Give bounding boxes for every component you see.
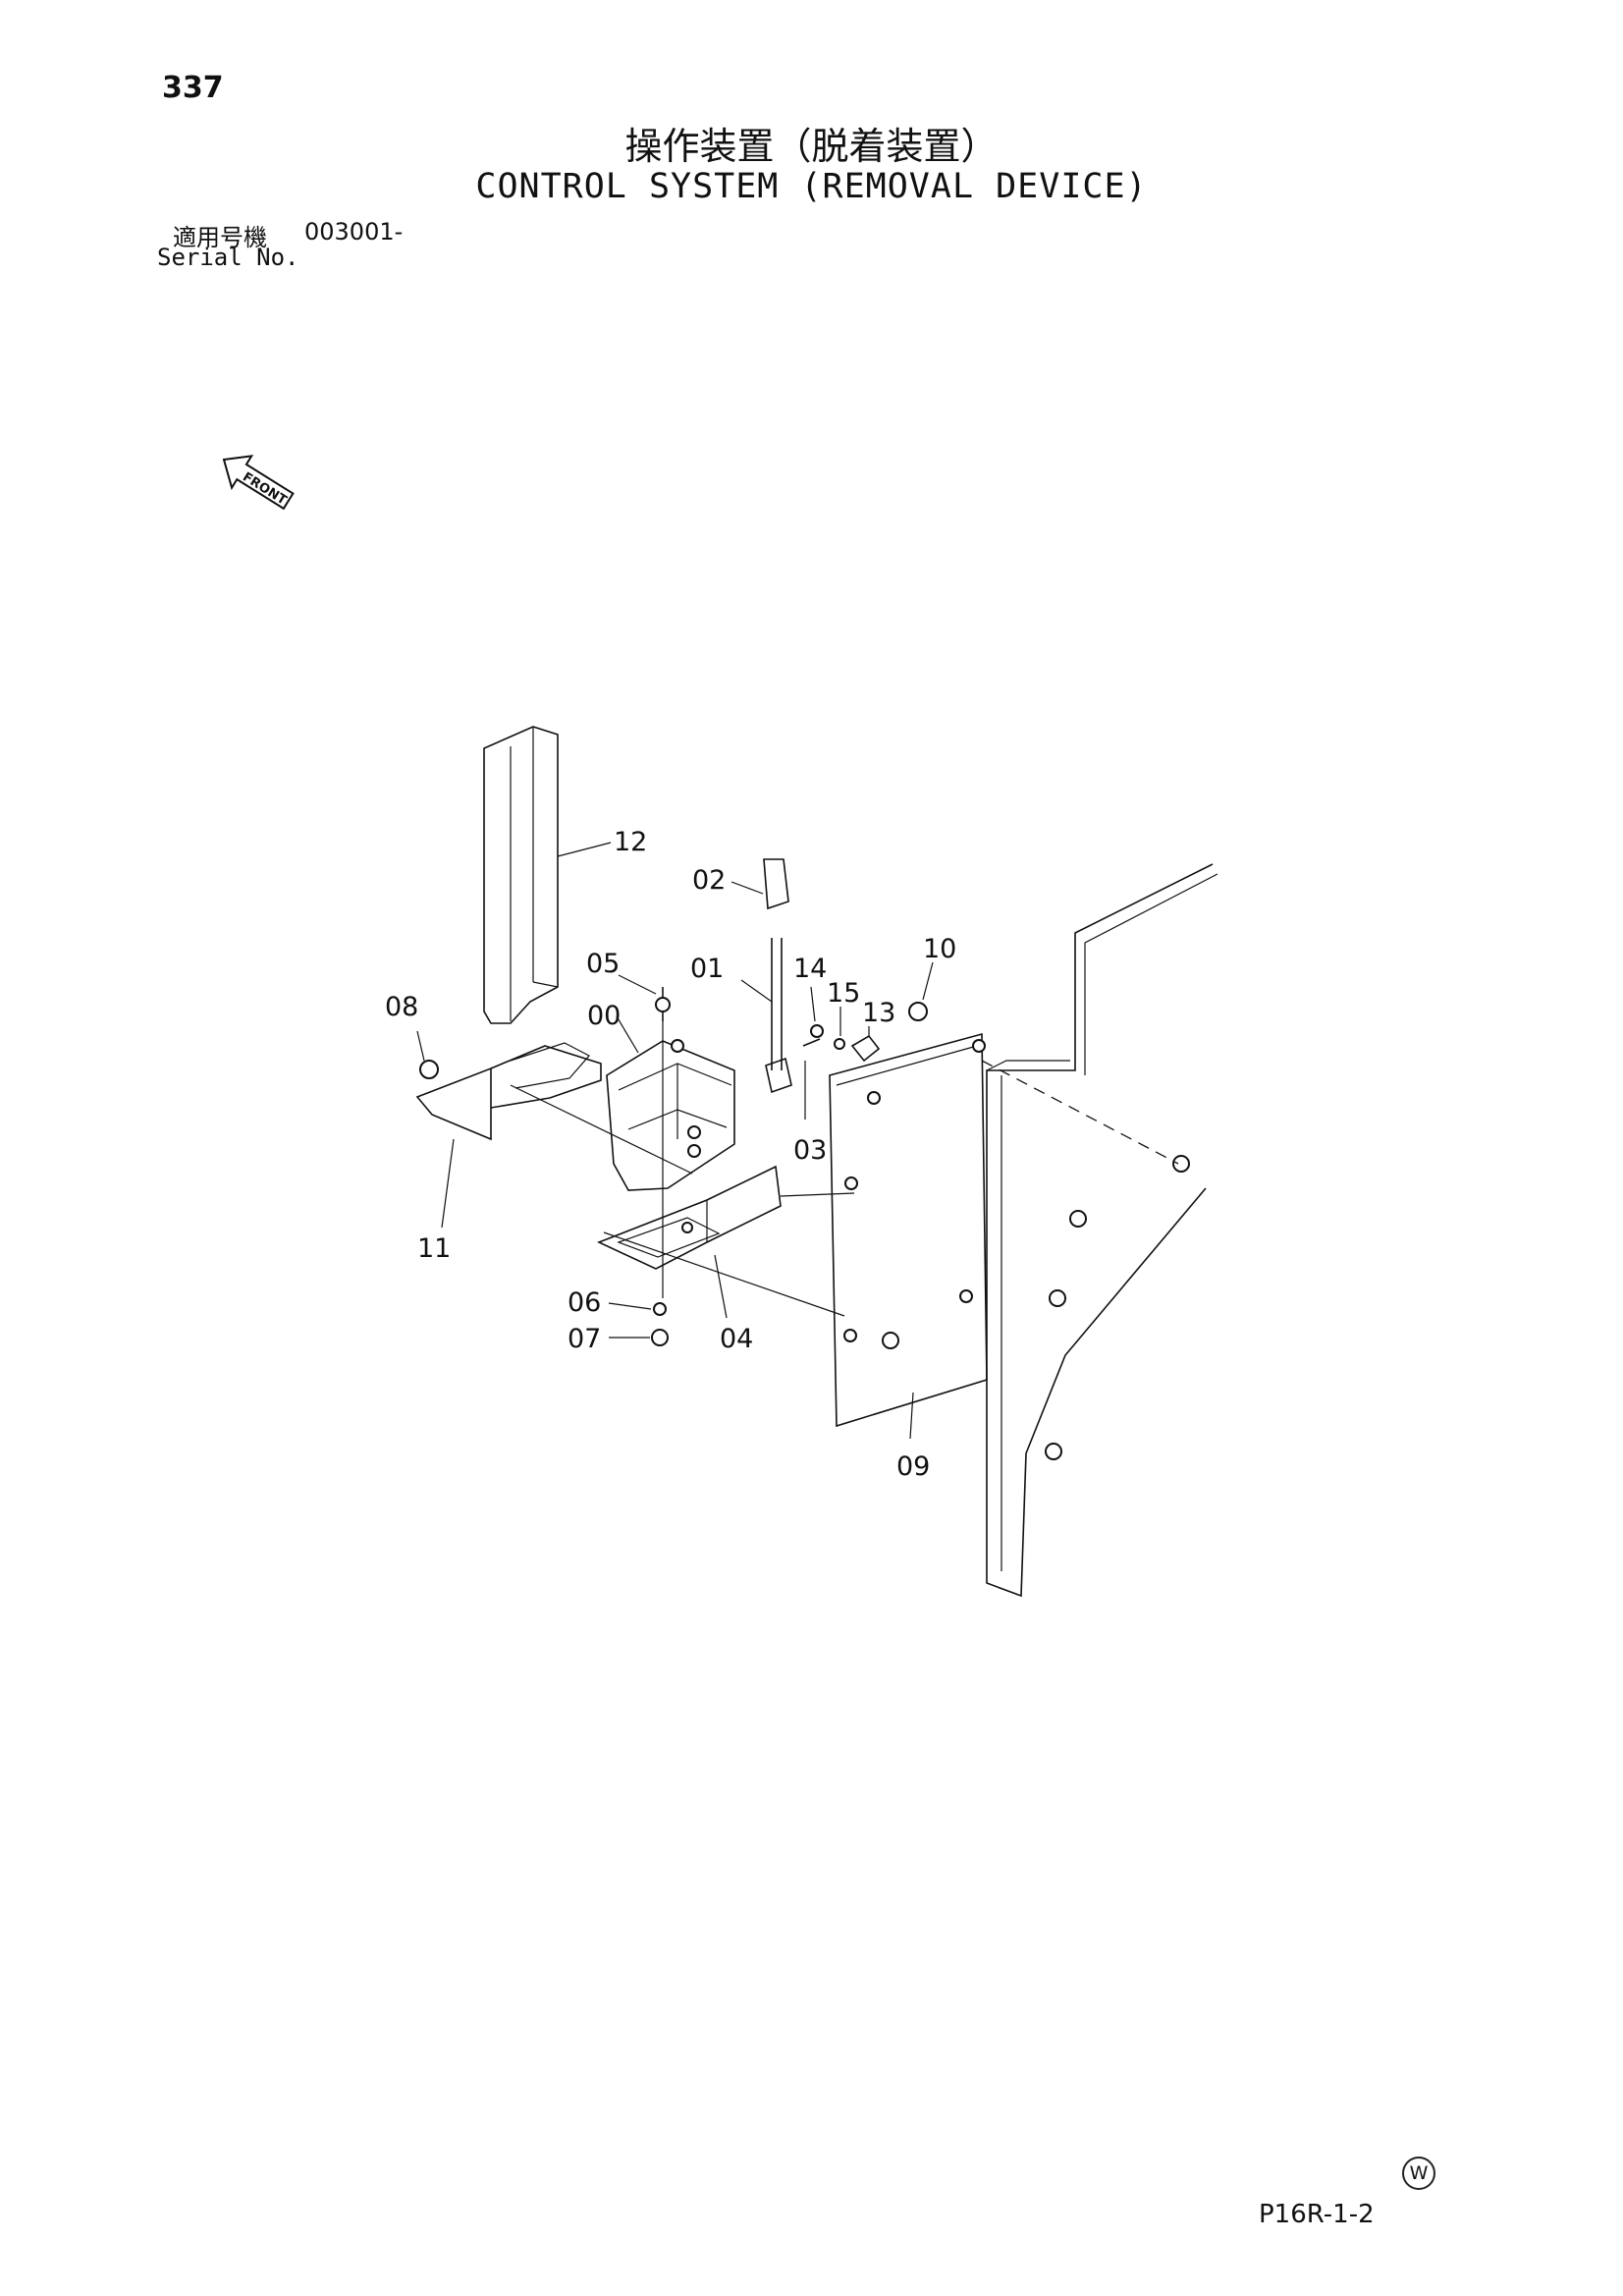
plate-nut (882, 1332, 899, 1349)
serial-number-value: 003001- (304, 218, 404, 246)
part-04-mounting-bracket (596, 1165, 782, 1270)
w-mark-icon: W (1402, 2157, 1435, 2190)
label-02: 02 (692, 865, 726, 896)
box-fitting (687, 1144, 701, 1158)
plate-hole (843, 1329, 857, 1342)
label-03: 03 (793, 1135, 827, 1166)
part-08-bolt (419, 1060, 439, 1079)
part-02-grip (763, 858, 789, 910)
label-13: 13 (862, 998, 895, 1028)
part-13-clamp (850, 1034, 881, 1063)
label-10: 10 (923, 934, 956, 964)
plate-hole (959, 1289, 973, 1303)
part-00-control-box (606, 1040, 735, 1191)
label-01: 01 (690, 954, 724, 984)
part-06-washer (653, 1302, 667, 1316)
frame-nut (1172, 1155, 1190, 1173)
part-11-bracket (415, 1042, 602, 1141)
serial-label-japanese: 適用号機 (173, 224, 267, 251)
label-07: 07 (568, 1324, 601, 1354)
page-number: 337 (162, 71, 224, 105)
frame-nut (1069, 1210, 1087, 1228)
frame-nut (1049, 1289, 1066, 1307)
plate-hole (972, 1039, 986, 1053)
label-05: 05 (586, 949, 620, 979)
part-10-bolt (908, 1002, 928, 1021)
frame-nut (1045, 1443, 1062, 1460)
title-english: CONTROL SYSTEM (REMOVAL DEVICE) (475, 167, 1148, 206)
part-05-bolt (655, 997, 671, 1012)
serial-label-english: Serial No. (157, 244, 299, 271)
label-00: 00 (587, 1001, 621, 1031)
label-06: 06 (568, 1287, 601, 1318)
plate-hole (844, 1176, 858, 1190)
label-09: 09 (896, 1451, 930, 1482)
box-bolt (671, 1039, 684, 1053)
bracket-hole (681, 1222, 693, 1233)
label-11: 11 (417, 1233, 451, 1264)
plate-hole (867, 1091, 881, 1105)
part-14-screw (810, 1024, 824, 1038)
part-15-washer (834, 1038, 845, 1050)
cab-frame (986, 863, 1218, 1598)
label-12: 12 (614, 827, 647, 857)
part-07-nut (651, 1329, 669, 1346)
label-14: 14 (793, 954, 827, 984)
box-fitting (687, 1125, 701, 1139)
page-code: P16R-1-2 (1259, 2200, 1375, 2229)
part-12-vertical-cover (483, 726, 559, 1024)
title-japanese: 操作装置（脱着装置） (624, 125, 999, 168)
label-15: 15 (827, 978, 860, 1009)
part-09-panel-plate (829, 1032, 988, 1428)
label-08: 08 (385, 992, 418, 1022)
front-arrow-icon: FRONT (222, 455, 295, 511)
label-04: 04 (720, 1324, 753, 1354)
